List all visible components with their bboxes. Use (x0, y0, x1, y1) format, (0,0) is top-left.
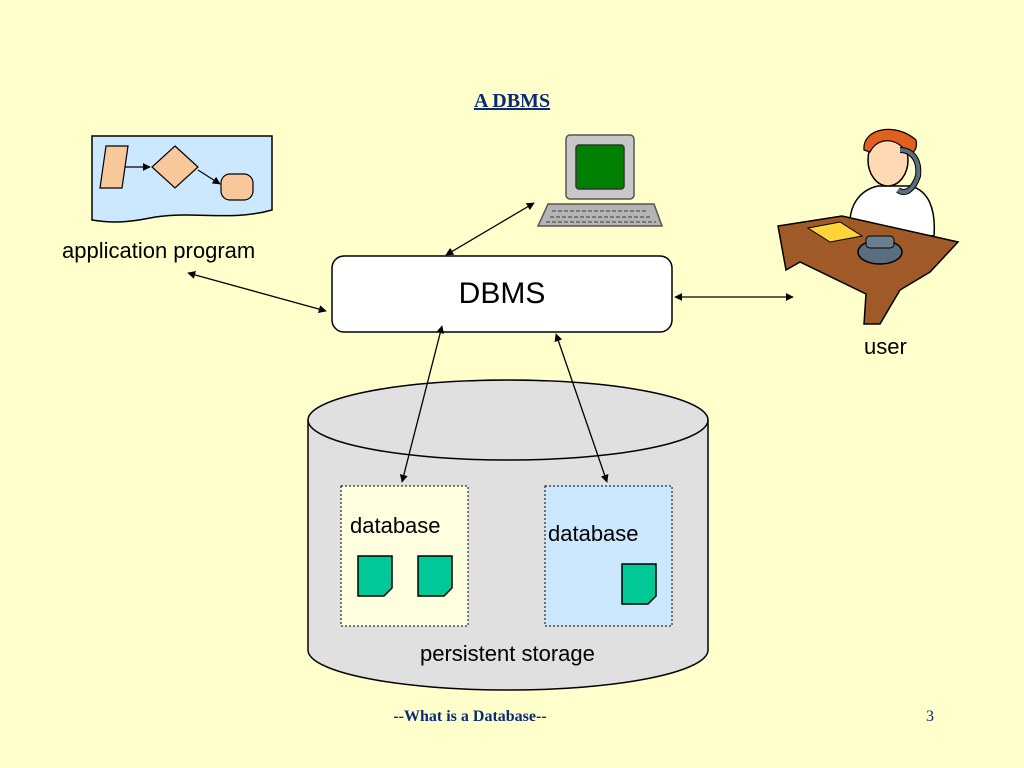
document-file-icon (417, 555, 453, 597)
dbms-box (331, 255, 673, 333)
user-at-desk-icon (777, 128, 960, 325)
document-file-icon (621, 563, 657, 605)
arrow-dbms-database-left (399, 325, 445, 483)
computer-terminal-icon (536, 134, 664, 227)
page-number: 3 (926, 708, 934, 725)
application-program-label: application program (62, 238, 256, 263)
slide-footer: --What is a Database-- (393, 708, 547, 725)
user-label: user (864, 334, 907, 359)
persistent-storage-label: persistent storage (420, 641, 595, 666)
slide-title: A DBMS (473, 90, 551, 112)
database-label-right: database (548, 521, 639, 546)
document-file-icon (357, 555, 393, 597)
database-label-left: database (350, 513, 441, 538)
arrow-dbms-database-right (554, 333, 609, 483)
database-panel-right (544, 485, 673, 627)
dbms-label: DBMS (458, 277, 546, 310)
arrow-terminal-dbms (445, 202, 535, 256)
flowchart-icon (91, 135, 273, 223)
arrow-app-dbms (187, 271, 327, 313)
